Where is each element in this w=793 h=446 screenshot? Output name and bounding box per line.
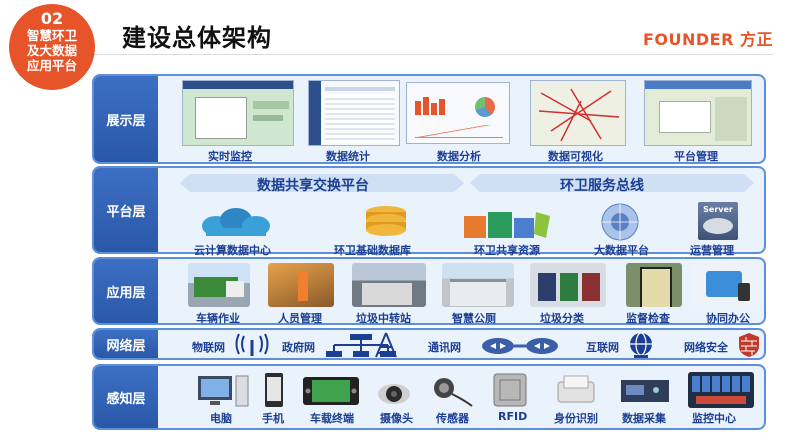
- caption-waste-sorting: 垃圾分类: [540, 312, 584, 325]
- globe-icon: [630, 332, 652, 358]
- caption-personnel-mgmt: 人员管理: [278, 312, 322, 325]
- sensor-icon: [434, 378, 473, 407]
- caption-network-security: 网络安全: [684, 341, 728, 354]
- caption-supervision: 监督检查: [626, 312, 670, 325]
- wireless-antenna-icon: [235, 333, 269, 356]
- router-icon: [482, 338, 558, 354]
- caption-iot: 物联网: [192, 341, 225, 354]
- caption-internet: 互联网: [586, 341, 619, 354]
- caption-vehicle-ops: 车辆作业: [196, 312, 240, 325]
- badge-line-2: 及大数据: [26, 43, 77, 58]
- display-layer: 展示层 实时监控 数据统计 数据分析 数据可视化 平台管理: [92, 74, 766, 164]
- desktop-computer-icon: [198, 375, 249, 407]
- caption-phone: 手机: [262, 412, 284, 425]
- database-icon: [366, 206, 406, 236]
- platform-admin-screenshot: [644, 80, 752, 146]
- caption-data-collection: 数据采集: [622, 412, 666, 425]
- server-icon: Server: [698, 202, 738, 240]
- smart-toilet-image: [442, 263, 514, 307]
- caption-operations: 运营管理: [690, 244, 734, 257]
- collaboration-devices-image: [692, 263, 758, 307]
- data-analysis-screenshot: [406, 82, 510, 144]
- network-layer: 网络层 物联网 政府网 通讯网 互联网 网络安全: [92, 328, 766, 360]
- caption-big-data-platform: 大数据平台: [594, 244, 649, 257]
- caption-sensor: 传感器: [436, 412, 469, 425]
- exchange-band: [180, 174, 464, 192]
- caption-identity: 身份识别: [554, 412, 598, 425]
- vehicle-terminal-icon: [303, 377, 359, 405]
- caption-data-visualization: 数据可视化: [548, 150, 603, 163]
- application-layer-label: 应用层: [94, 259, 158, 323]
- caption-gov-network: 政府网: [282, 341, 315, 354]
- display-layer-label: 展示层: [94, 76, 158, 162]
- transmission-tower-icon: [375, 332, 397, 358]
- platform-layer: 平台层 数据共享交换平台 环卫服务总线 云计算数据中心 环卫基础数据库 环卫共享…: [92, 166, 766, 257]
- street-sweeper-image: [268, 263, 334, 307]
- title-divider: [95, 54, 773, 55]
- caption-realtime-monitor: 实时监控: [208, 150, 252, 163]
- sensing-layer-label: 感知层: [94, 366, 158, 428]
- caption-telecom-network: 通讯网: [428, 341, 461, 354]
- sanitation-truck-image: [188, 263, 250, 307]
- network-layer-label: 网络层: [94, 330, 158, 358]
- transfer-station-image: [352, 263, 426, 307]
- caption-computer: 电脑: [210, 412, 232, 425]
- caption-base-database: 环卫基础数据库: [334, 244, 411, 257]
- inspection-phone-image: [626, 263, 682, 307]
- section-badge: 02 智慧环卫 及大数据 应用平台: [9, 4, 95, 90]
- page-title: 建设总体架构: [122, 24, 272, 52]
- data-collector-icon: [621, 380, 669, 402]
- caption-cloud-datacenter: 云计算数据中心: [194, 244, 271, 257]
- server-label: Server: [703, 205, 733, 214]
- monitoring-center-image: [688, 372, 754, 408]
- data-exchange-platform-label: 数据共享交换平台: [257, 178, 369, 194]
- data-visualization-screenshot: [530, 80, 626, 146]
- application-layer: 应用层 车辆作业 人员管理 垃圾中转站 智慧公厕 垃圾分类 监督检查 协同办公: [92, 257, 766, 325]
- caption-smart-toilet: 智慧公厕: [452, 312, 496, 325]
- data-stats-screenshot: [308, 80, 400, 146]
- mobile-phone-icon: [265, 373, 283, 407]
- caption-data-stats: 数据统计: [326, 150, 370, 163]
- caption-collaboration: 协同办公: [706, 312, 750, 325]
- firewall-shield-icon: [739, 333, 759, 357]
- badge-line-1: 智慧环卫: [26, 28, 77, 43]
- caption-rfid: RFID: [498, 410, 528, 423]
- caption-platform-admin: 平台管理: [674, 150, 718, 163]
- visualization-map-graphic: [538, 88, 620, 142]
- caption-transfer-station: 垃圾中转站: [356, 312, 411, 325]
- cloud-icon: [202, 208, 270, 236]
- badge-line-3: 应用平台: [26, 58, 77, 73]
- camera-icon: [378, 384, 410, 404]
- id-card-reader-icon: [557, 375, 595, 403]
- realtime-monitor-screenshot: [182, 80, 294, 146]
- section-number: 02: [40, 9, 64, 28]
- service-bus-band: [470, 174, 754, 192]
- big-data-globe-icon: [601, 203, 639, 241]
- caption-vehicle-terminal: 车载终端: [310, 412, 354, 425]
- caption-camera: 摄像头: [380, 412, 413, 425]
- founder-logo: FOUNDER 方正: [642, 30, 773, 49]
- caption-data-analysis: 数据分析: [437, 150, 481, 163]
- shared-resources-icon: [464, 212, 550, 238]
- caption-monitoring-center: 监控中心: [692, 412, 736, 425]
- rfid-reader-icon: [493, 373, 527, 407]
- sensing-layer: 感知层 电脑 手机 车载终端 摄像头 传感器 RFID 身份识别: [92, 364, 766, 430]
- service-bus-label: 环卫服务总线: [560, 178, 644, 194]
- caption-shared-resources: 环卫共享资源: [474, 244, 540, 257]
- waste-bins-image: [530, 263, 606, 307]
- platform-layer-label: 平台层: [94, 168, 158, 252]
